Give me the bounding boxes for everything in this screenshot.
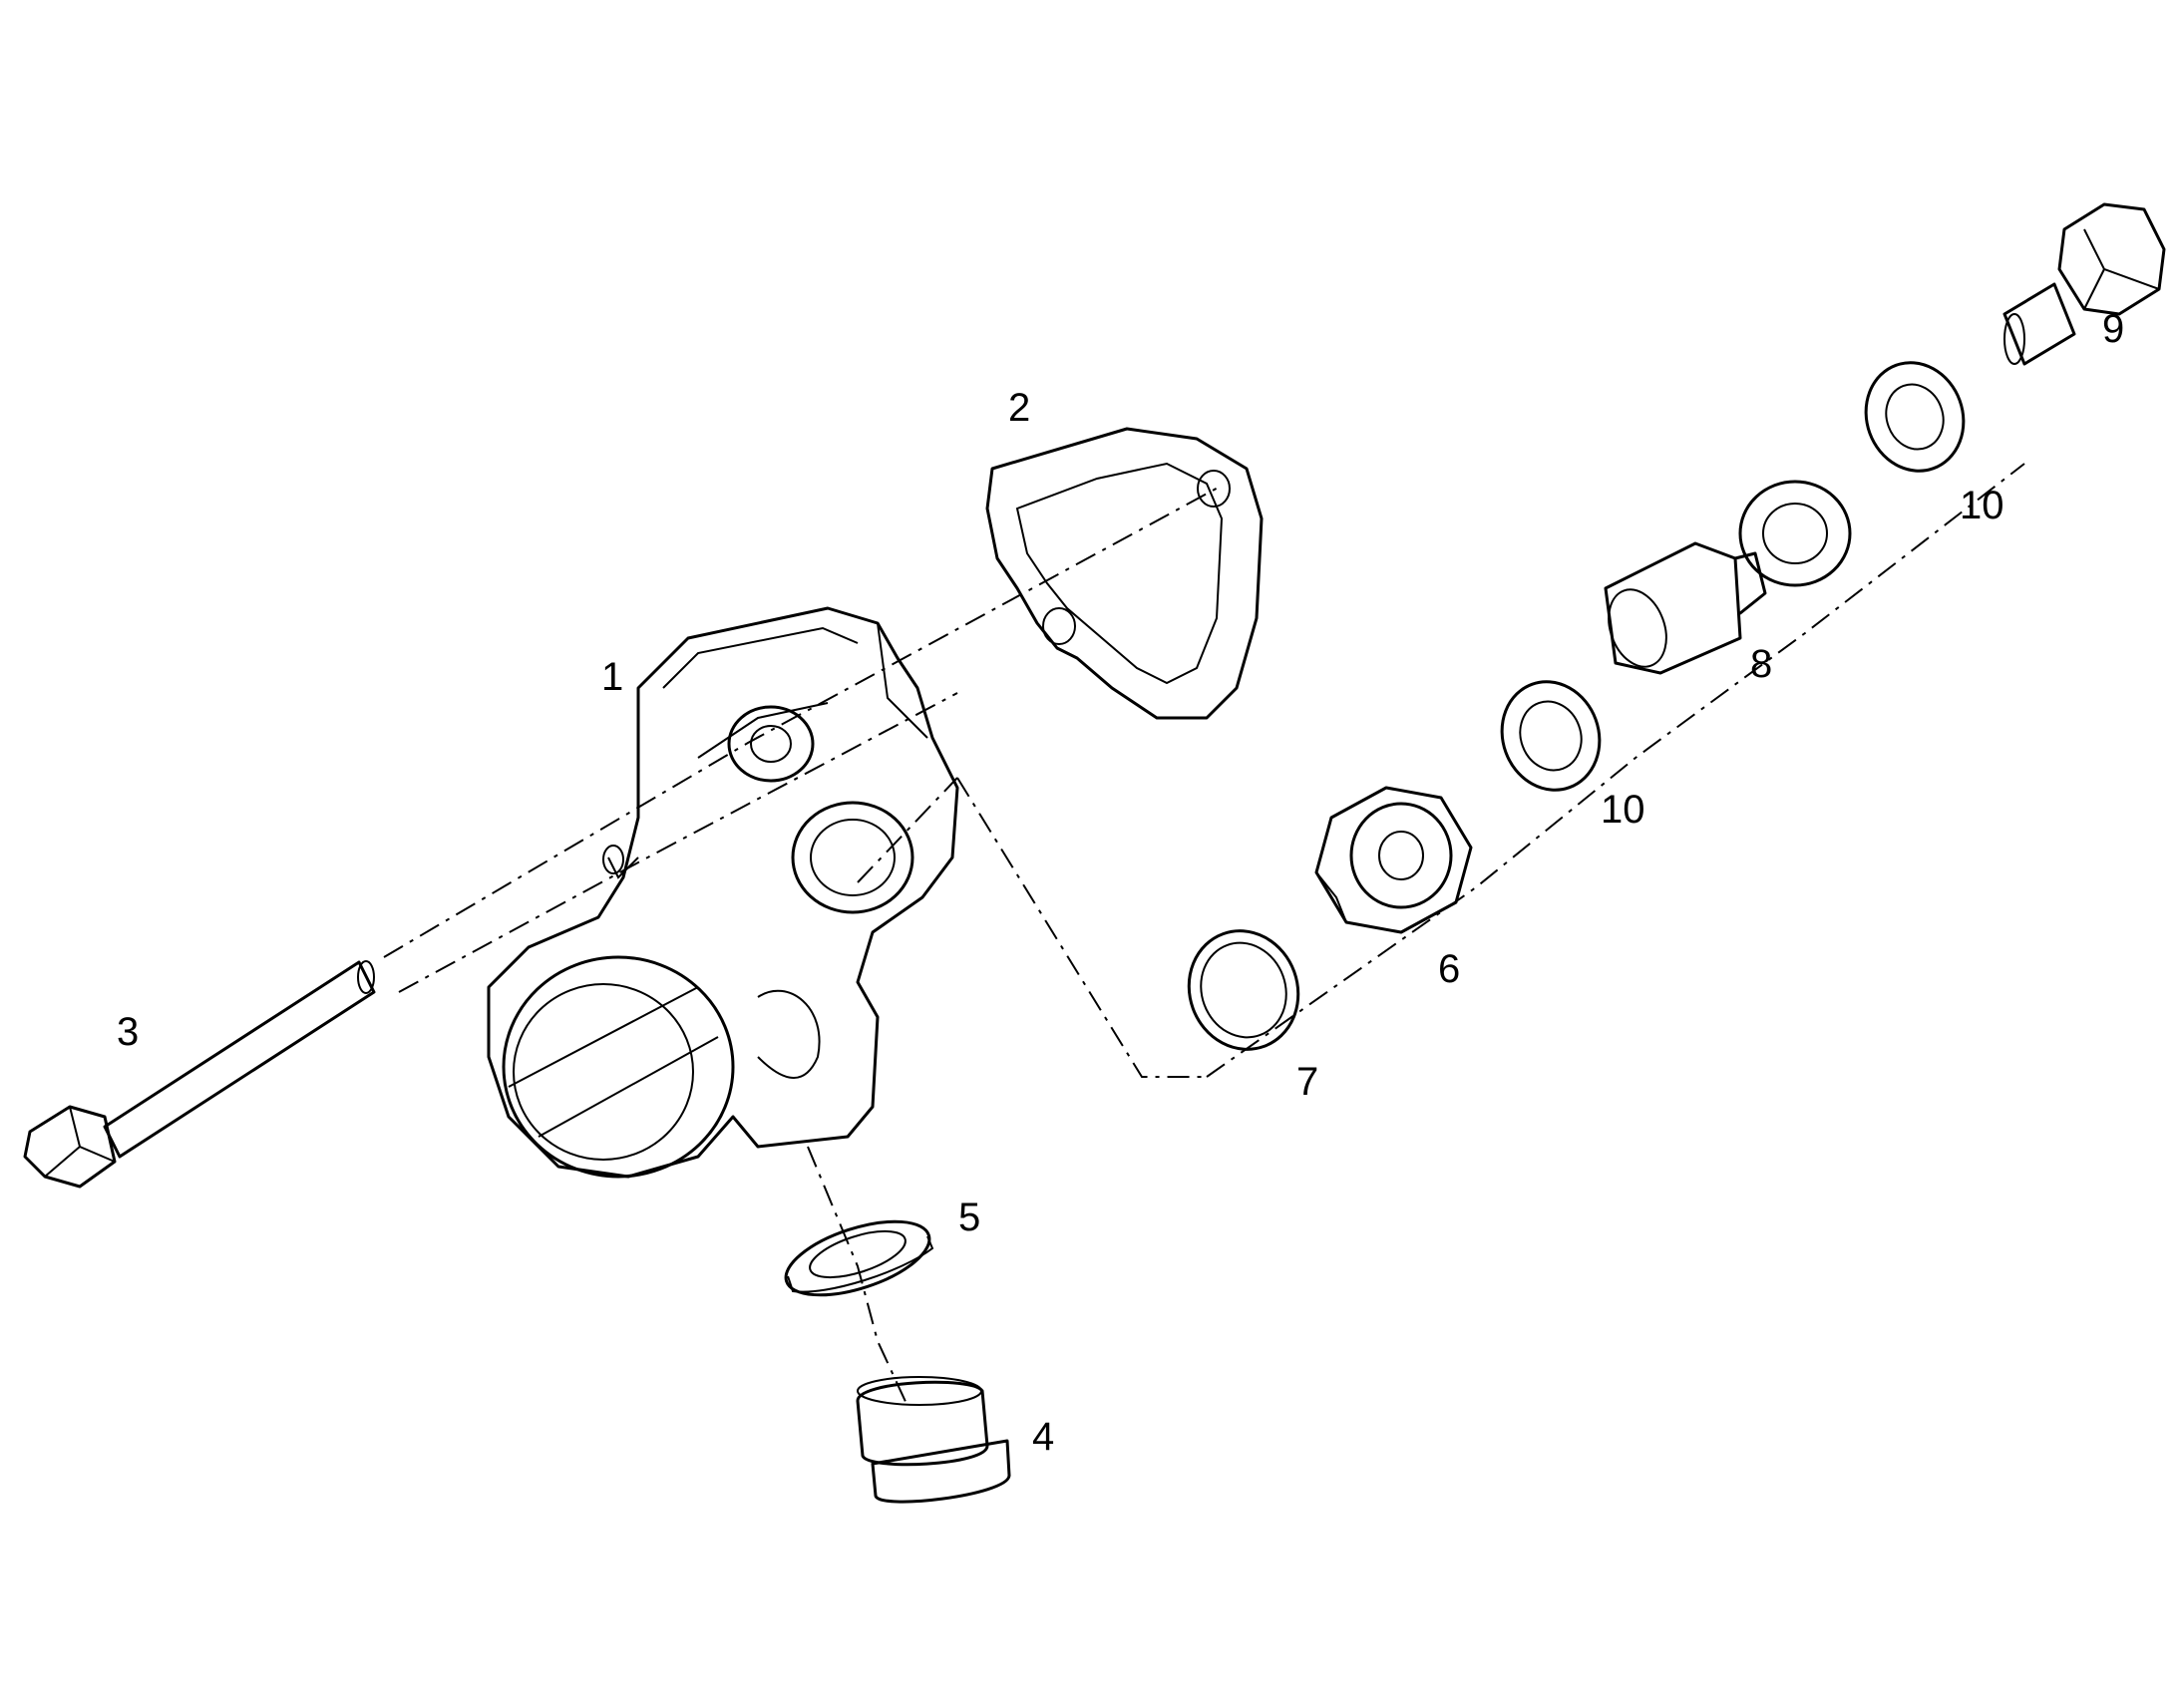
callout-1: 1 [601, 655, 623, 699]
banjo-fitting [1604, 480, 1852, 675]
o-ring [1187, 929, 1300, 1051]
long-bolt [23, 960, 376, 1189]
callout-7: 7 [1296, 1060, 1318, 1104]
axis-bottom-port [807, 1146, 908, 1407]
gasket [985, 427, 1264, 720]
callout-10-lower: 10 [1601, 788, 1645, 832]
plug [856, 1376, 1011, 1504]
callout-6: 6 [1438, 947, 1460, 991]
callout-labels: 1 2 3 4 5 6 7 8 9 10 10 [117, 307, 2124, 1459]
washer-lower [1500, 680, 1602, 792]
callout-5: 5 [958, 1196, 980, 1239]
axis-bolt-to-housing-lower [398, 692, 958, 993]
washer-upper [1864, 361, 1966, 473]
callout-9: 9 [2102, 307, 2124, 351]
axis-housing-port-to-flange [857, 777, 958, 883]
callout-10-upper: 10 [1960, 484, 2004, 527]
callout-3: 3 [117, 1010, 139, 1054]
callout-4: 4 [1032, 1415, 1054, 1459]
axis-bolt-to-housing [383, 485, 1223, 958]
thermostat-housing [487, 606, 959, 1179]
callout-8: 8 [1750, 642, 1772, 686]
hex-adapter-nut [1314, 786, 1473, 934]
seal-ring-bottom [784, 1219, 934, 1297]
callout-2: 2 [1008, 386, 1030, 430]
axis-banjo-line [1206, 463, 2025, 1078]
axis-port-dogleg [956, 777, 1207, 1078]
banjo-bolt [2002, 202, 2166, 366]
assembly-axis-lines [383, 463, 2025, 1407]
